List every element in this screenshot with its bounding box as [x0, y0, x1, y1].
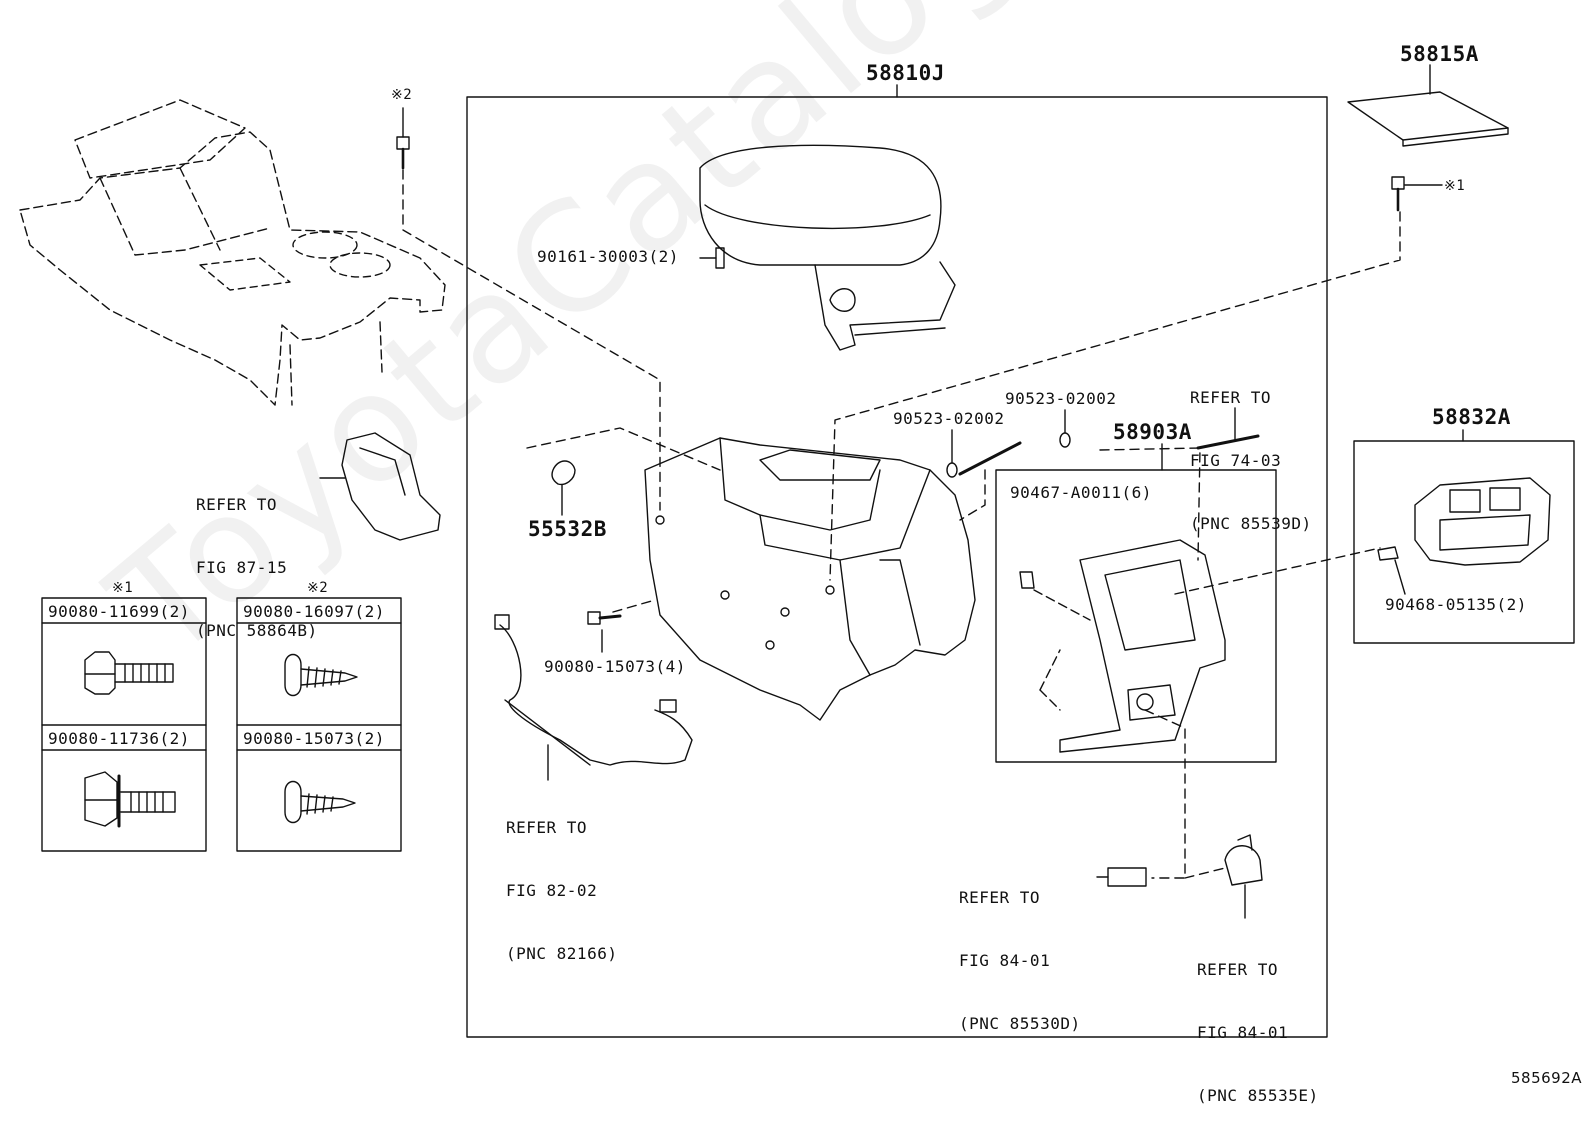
vent-assembly [1414, 477, 1551, 566]
table-1-part-2: 90080-11736(2) [48, 729, 190, 748]
note-mark-screw-top: ※2 [391, 87, 413, 103]
assembly-box-58903A [995, 469, 1277, 763]
ref-leader-74 [1196, 407, 1260, 450]
callout-90080-15073: 90080-15073(4) [544, 657, 686, 676]
dashed-leader-lines [402, 169, 1401, 879]
reference-line: REFER TO [959, 888, 1041, 907]
reference-line: FIG 74-03 [1190, 451, 1282, 470]
bolt-90080-15073 [587, 611, 622, 653]
table-2-part-2: 90080-15073(2) [243, 729, 385, 748]
callout-90523-b: 90523-02002 [1005, 389, 1117, 408]
callout-90161: 90161-30003(2) [537, 247, 679, 266]
fastener-table-2 [236, 597, 402, 852]
screw-top-left [396, 107, 410, 170]
reference-line: REFER TO [506, 818, 588, 837]
reference-line: (PNC 85530D) [959, 1014, 1081, 1033]
washer-bolt-icon [84, 771, 176, 828]
diagram-drawing [19, 64, 1575, 1038]
reference-line: (PNC 85539D) [1190, 514, 1312, 533]
table-2-part-1: 90080-16097(2) [243, 602, 385, 621]
usb-port [1224, 834, 1263, 919]
fastener-table-1 [41, 597, 207, 852]
callout-58832A: 58832A [1432, 405, 1511, 429]
reference-line: FIG 87-15 [196, 558, 288, 577]
reference-line: (PNC 82166) [506, 944, 618, 963]
reference-line: FIG 82-02 [506, 881, 598, 900]
parts-diagram: ToyotaCatalog.ru [19, 0, 1583, 1105]
table-2-mark: ※2 [307, 580, 329, 596]
reference-line: REFER TO [196, 495, 278, 514]
callout-58815A: 58815A [1400, 42, 1479, 66]
callout-90523-a: 90523-02002 [893, 409, 1005, 428]
reference-fig-84-01-a: REFER TO FIG 84-01 (PNC 85530D) [959, 845, 1081, 1076]
flange-bolt-icon [84, 651, 174, 695]
tapping-screw-icon-2 [284, 780, 356, 824]
reference-fig-82-02: REFER TO FIG 82-02 (PNC 82166) [506, 775, 617, 1006]
washers [946, 409, 1071, 478]
reference-fig-74-03: REFER TO FIG 74-03 (PNC 85539D) [1190, 345, 1312, 576]
table-1-part-1: 90080-11699(2) [48, 602, 190, 621]
callout-90468: 90468-05135(2) [1385, 595, 1527, 614]
clip-55532B [551, 460, 576, 516]
callout-58810J: 58810J [866, 61, 945, 85]
wire-harness [494, 614, 693, 781]
table-1-mark: ※1 [112, 580, 134, 596]
figure-code: 585692A [1511, 1069, 1583, 1087]
reference-fig-87-15: REFER TO FIG 87-15 (PNC 58864B) [196, 452, 318, 683]
armrest-lid [699, 144, 956, 351]
cup-holder-insert [319, 432, 441, 541]
mat-58815A [1347, 64, 1509, 147]
assembly-box-58832A [1353, 440, 1575, 644]
accessory-socket [1096, 867, 1147, 887]
screw-right [1391, 176, 1443, 212]
reference-line: (PNC 85535E) [1197, 1086, 1319, 1105]
console-box-body [644, 437, 976, 721]
reference-line: FIG 84-01 [959, 951, 1051, 970]
clip-90468 [1377, 546, 1406, 595]
callout-58903A: 58903A [1113, 420, 1192, 444]
callout-55532B: 55532B [528, 517, 607, 541]
dashed-panel-lines [1033, 589, 1091, 711]
reference-line: FIG 84-01 [1197, 1023, 1289, 1042]
pin-90161 [699, 247, 725, 269]
reference-line: REFER TO [1197, 960, 1279, 979]
console-cupholders [199, 231, 391, 291]
reference-line: REFER TO [1190, 388, 1272, 407]
center-console-outline [19, 99, 446, 406]
note-mark-screw-right: ※1 [1444, 178, 1466, 194]
reference-fig-84-01-b: REFER TO FIG 84-01 (PNC 85535E) [1197, 917, 1319, 1148]
reference-line: (PNC 58864B) [196, 621, 318, 640]
panel-58903A [1059, 539, 1226, 753]
rod-part [958, 441, 1022, 476]
callout-90467: 90467-A0011(6) [1010, 483, 1152, 502]
tapping-screw-icon [284, 653, 358, 697]
clip-90467 [1019, 571, 1035, 589]
